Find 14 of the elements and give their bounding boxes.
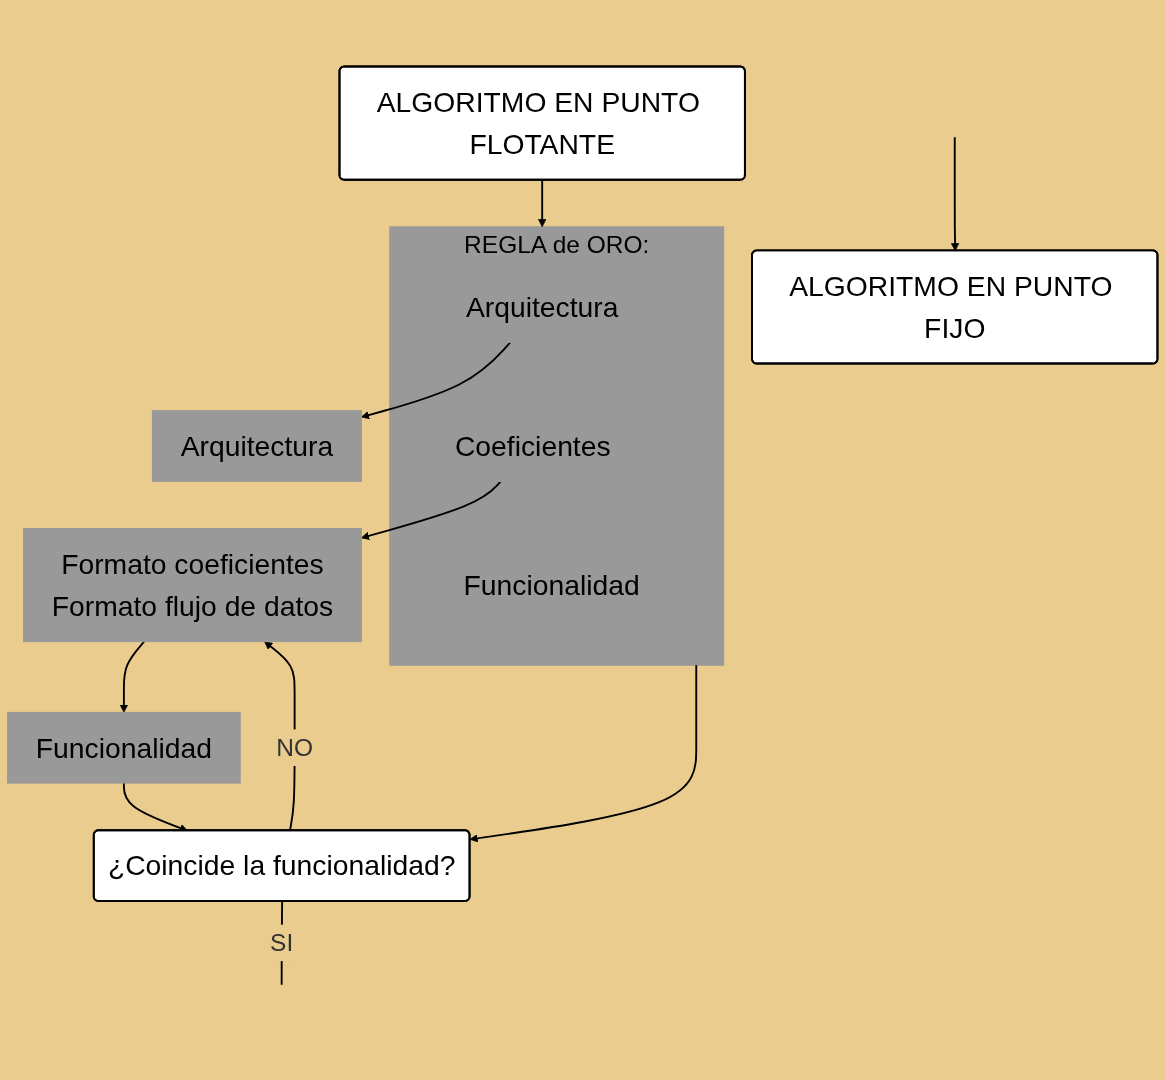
node-text: Arquitectura (465, 291, 619, 323)
arrow (950, 136, 960, 252)
arrow (361, 341, 512, 420)
node-box: Arquitectura (151, 410, 362, 482)
node-box: Funcionalidad (7, 712, 241, 784)
arrow (361, 480, 502, 540)
arrow (119, 640, 145, 713)
arrow (469, 664, 698, 843)
node-text: Coeficientes (454, 430, 611, 462)
edge-label: SI (270, 928, 294, 957)
edge-label: NO (276, 733, 313, 762)
arrow (538, 178, 547, 228)
node-text: Funcionalidad (463, 569, 640, 601)
node-box: Formato coeficientes Formato flujo de datos (22, 528, 362, 643)
